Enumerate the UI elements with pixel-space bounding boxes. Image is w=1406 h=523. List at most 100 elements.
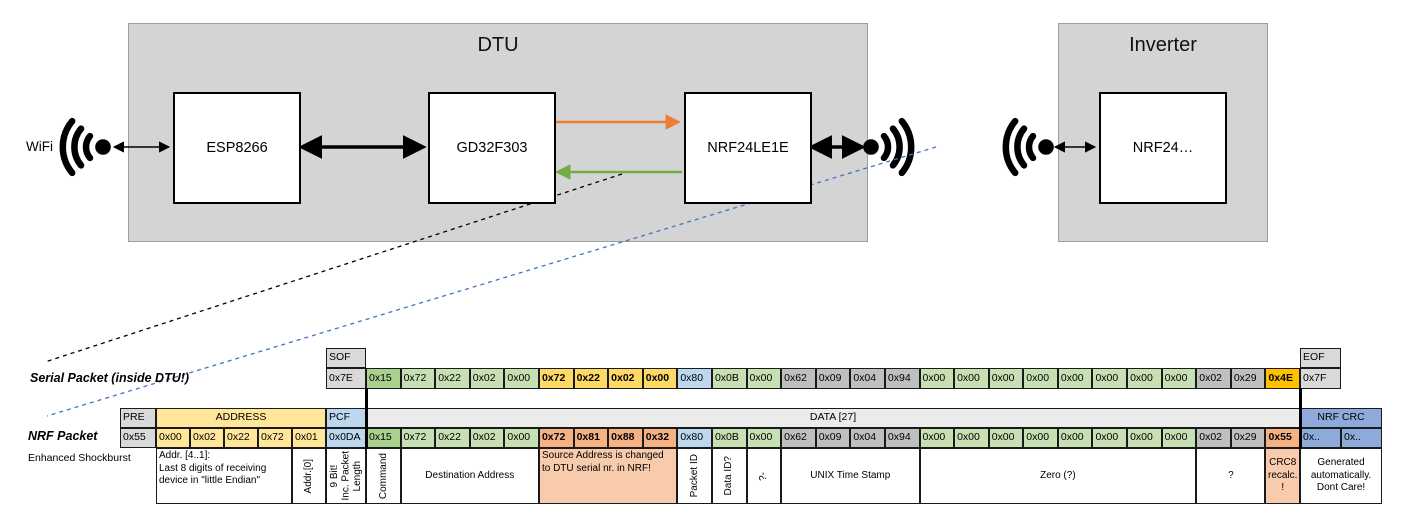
byte-cell: 0x62 xyxy=(781,428,816,448)
byte-cell: 0x02 xyxy=(469,368,505,389)
gd32f303-label: GD32F303 xyxy=(456,140,528,156)
byte-cell: 0x72 xyxy=(538,368,574,389)
byte-cell: 0x0B xyxy=(711,428,747,448)
byte-cell: 0x55 xyxy=(120,428,156,448)
annotation-cell: Zero (?) xyxy=(919,448,1197,504)
byte-cell: 0x04 xyxy=(850,428,885,448)
gd32f303-box: GD32F303 xyxy=(428,92,556,204)
mapping-line-right xyxy=(1299,388,1302,449)
byte-cell: 0x80 xyxy=(677,368,712,389)
annotation-cell: Source Address is changed to DTU serial … xyxy=(538,448,678,504)
byte-cell: 0x29 xyxy=(1230,428,1266,448)
inverter-box: Inverter xyxy=(1058,23,1268,242)
byte-cell: 0x00 xyxy=(1057,428,1093,448)
byte-cell: 0x00 xyxy=(642,368,678,389)
byte-cell: 0x4E xyxy=(1265,368,1301,389)
byte-cell: 0x04 xyxy=(850,368,885,389)
annotation-cell: Packet ID xyxy=(677,448,712,504)
inverter-nrf24-box: NRF24… xyxy=(1099,92,1227,204)
byte-cell: 0x.. xyxy=(1341,428,1383,448)
byte-cell: 0x00 xyxy=(1057,368,1093,389)
byte-cell: 0x94 xyxy=(884,368,920,389)
annotation-cell: Generated automatically. Dont Care! xyxy=(1300,448,1383,504)
wifi-icon-dtu-right xyxy=(863,117,915,177)
byte-cell: 0x00 xyxy=(1127,428,1162,448)
byte-cell: 0x62 xyxy=(781,368,816,389)
sof-header: SOF xyxy=(326,348,366,368)
annotation-cell: ?- xyxy=(746,448,782,504)
byte-cell: 0x.. xyxy=(1300,428,1342,448)
wifi-icon-inverter xyxy=(1002,117,1054,177)
byte-cell: 0x72 xyxy=(538,428,574,448)
byte-cell: 0x00 xyxy=(1127,368,1162,389)
byte-cell: 0x72 xyxy=(258,428,292,448)
esp8266-label: ESP8266 xyxy=(206,140,268,156)
byte-cell: 0x80 xyxy=(677,428,712,448)
byte-cell: 0x09 xyxy=(815,428,851,448)
nrf-packet-label: NRF Packet xyxy=(28,429,98,443)
byte-cell: 0x00 xyxy=(954,428,989,448)
byte-cell: 0x88 xyxy=(608,428,643,448)
annotation-cell: Data ID? xyxy=(711,448,747,504)
byte-cell: 0x22 xyxy=(573,368,609,389)
byte-cell: 0x22 xyxy=(435,428,470,448)
inverter-title: Inverter xyxy=(1129,34,1197,56)
byte-cell: 0x0B xyxy=(711,368,747,389)
byte-cell: 0x22 xyxy=(224,428,258,448)
byte-cell: 0x0DA xyxy=(326,428,366,448)
byte-cell: 0x00 xyxy=(1023,428,1058,448)
eof-header: EOF xyxy=(1300,348,1342,368)
nrf-crc-header: NRF CRC xyxy=(1300,408,1383,428)
byte-cell: 0x00 xyxy=(1023,368,1058,389)
byte-cell: 0x00 xyxy=(504,428,539,448)
byte-cell: 0x09 xyxy=(815,368,851,389)
byte-cell: 0x02 xyxy=(469,428,505,448)
annotation-cell: ? xyxy=(1196,448,1266,504)
annotation-cell: UNIX Time Stamp xyxy=(781,448,920,504)
byte-cell: 0x00 xyxy=(919,428,955,448)
pcf-header: PCF xyxy=(326,408,366,428)
data-header: DATA [27] xyxy=(366,408,1301,428)
esp8266-box: ESP8266 xyxy=(173,92,301,204)
byte-cell: 0x32 xyxy=(642,428,678,448)
sof-byte: 0x7E xyxy=(326,368,366,389)
byte-cell: 0x00 xyxy=(919,368,955,389)
wifi-label: WiFi xyxy=(26,139,53,154)
byte-cell: 0x22 xyxy=(435,368,470,389)
byte-cell: 0x00 xyxy=(746,368,782,389)
byte-cell: 0x02 xyxy=(1196,428,1231,448)
annotation-cell: Addr.[0] xyxy=(292,448,326,504)
byte-cell: 0x01 xyxy=(292,428,326,448)
byte-cell: 0x02 xyxy=(608,368,643,389)
annotation-cell: 9 Bit! Inc. Packet Length xyxy=(326,448,366,504)
byte-cell: 0x00 xyxy=(504,368,539,389)
byte-cell: 0x29 xyxy=(1230,368,1266,389)
byte-cell: 0x00 xyxy=(1092,368,1128,389)
byte-cell: 0x00 xyxy=(156,428,190,448)
eof-byte: 0x7F xyxy=(1300,368,1342,389)
enhanced-shockburst-label: Enhanced Shockburst xyxy=(28,452,131,464)
byte-cell: 0x94 xyxy=(884,428,920,448)
annotation-cell: CRC8 recalc. ! xyxy=(1265,448,1301,504)
byte-cell: 0x00 xyxy=(1161,428,1197,448)
byte-cell: 0x00 xyxy=(988,368,1024,389)
byte-cell: 0x02 xyxy=(190,428,224,448)
byte-cell: 0x72 xyxy=(400,368,436,389)
byte-cell: 0x15 xyxy=(366,368,401,389)
byte-cell: 0x02 xyxy=(1196,368,1231,389)
nrf24le1e-box: NRF24LE1E xyxy=(684,92,812,204)
wifi-icon-left xyxy=(59,117,111,177)
byte-cell: 0x00 xyxy=(988,428,1024,448)
byte-cell: 0x00 xyxy=(1092,428,1128,448)
byte-cell: 0x00 xyxy=(746,428,782,448)
byte-cell: 0x00 xyxy=(1161,368,1197,389)
byte-cell: 0x00 xyxy=(954,368,989,389)
annotation-cell: Addr. [4..1]: Last 8 digits of receiving… xyxy=(156,448,292,504)
annotation-cell: Destination Address xyxy=(400,448,539,504)
dtu-title: DTU xyxy=(477,34,519,56)
serial-packet-label: Serial Packet (inside DTU!) xyxy=(30,371,190,385)
byte-cell: 0x15 xyxy=(366,428,401,448)
nrf24le1e-label: NRF24LE1E xyxy=(707,140,789,156)
